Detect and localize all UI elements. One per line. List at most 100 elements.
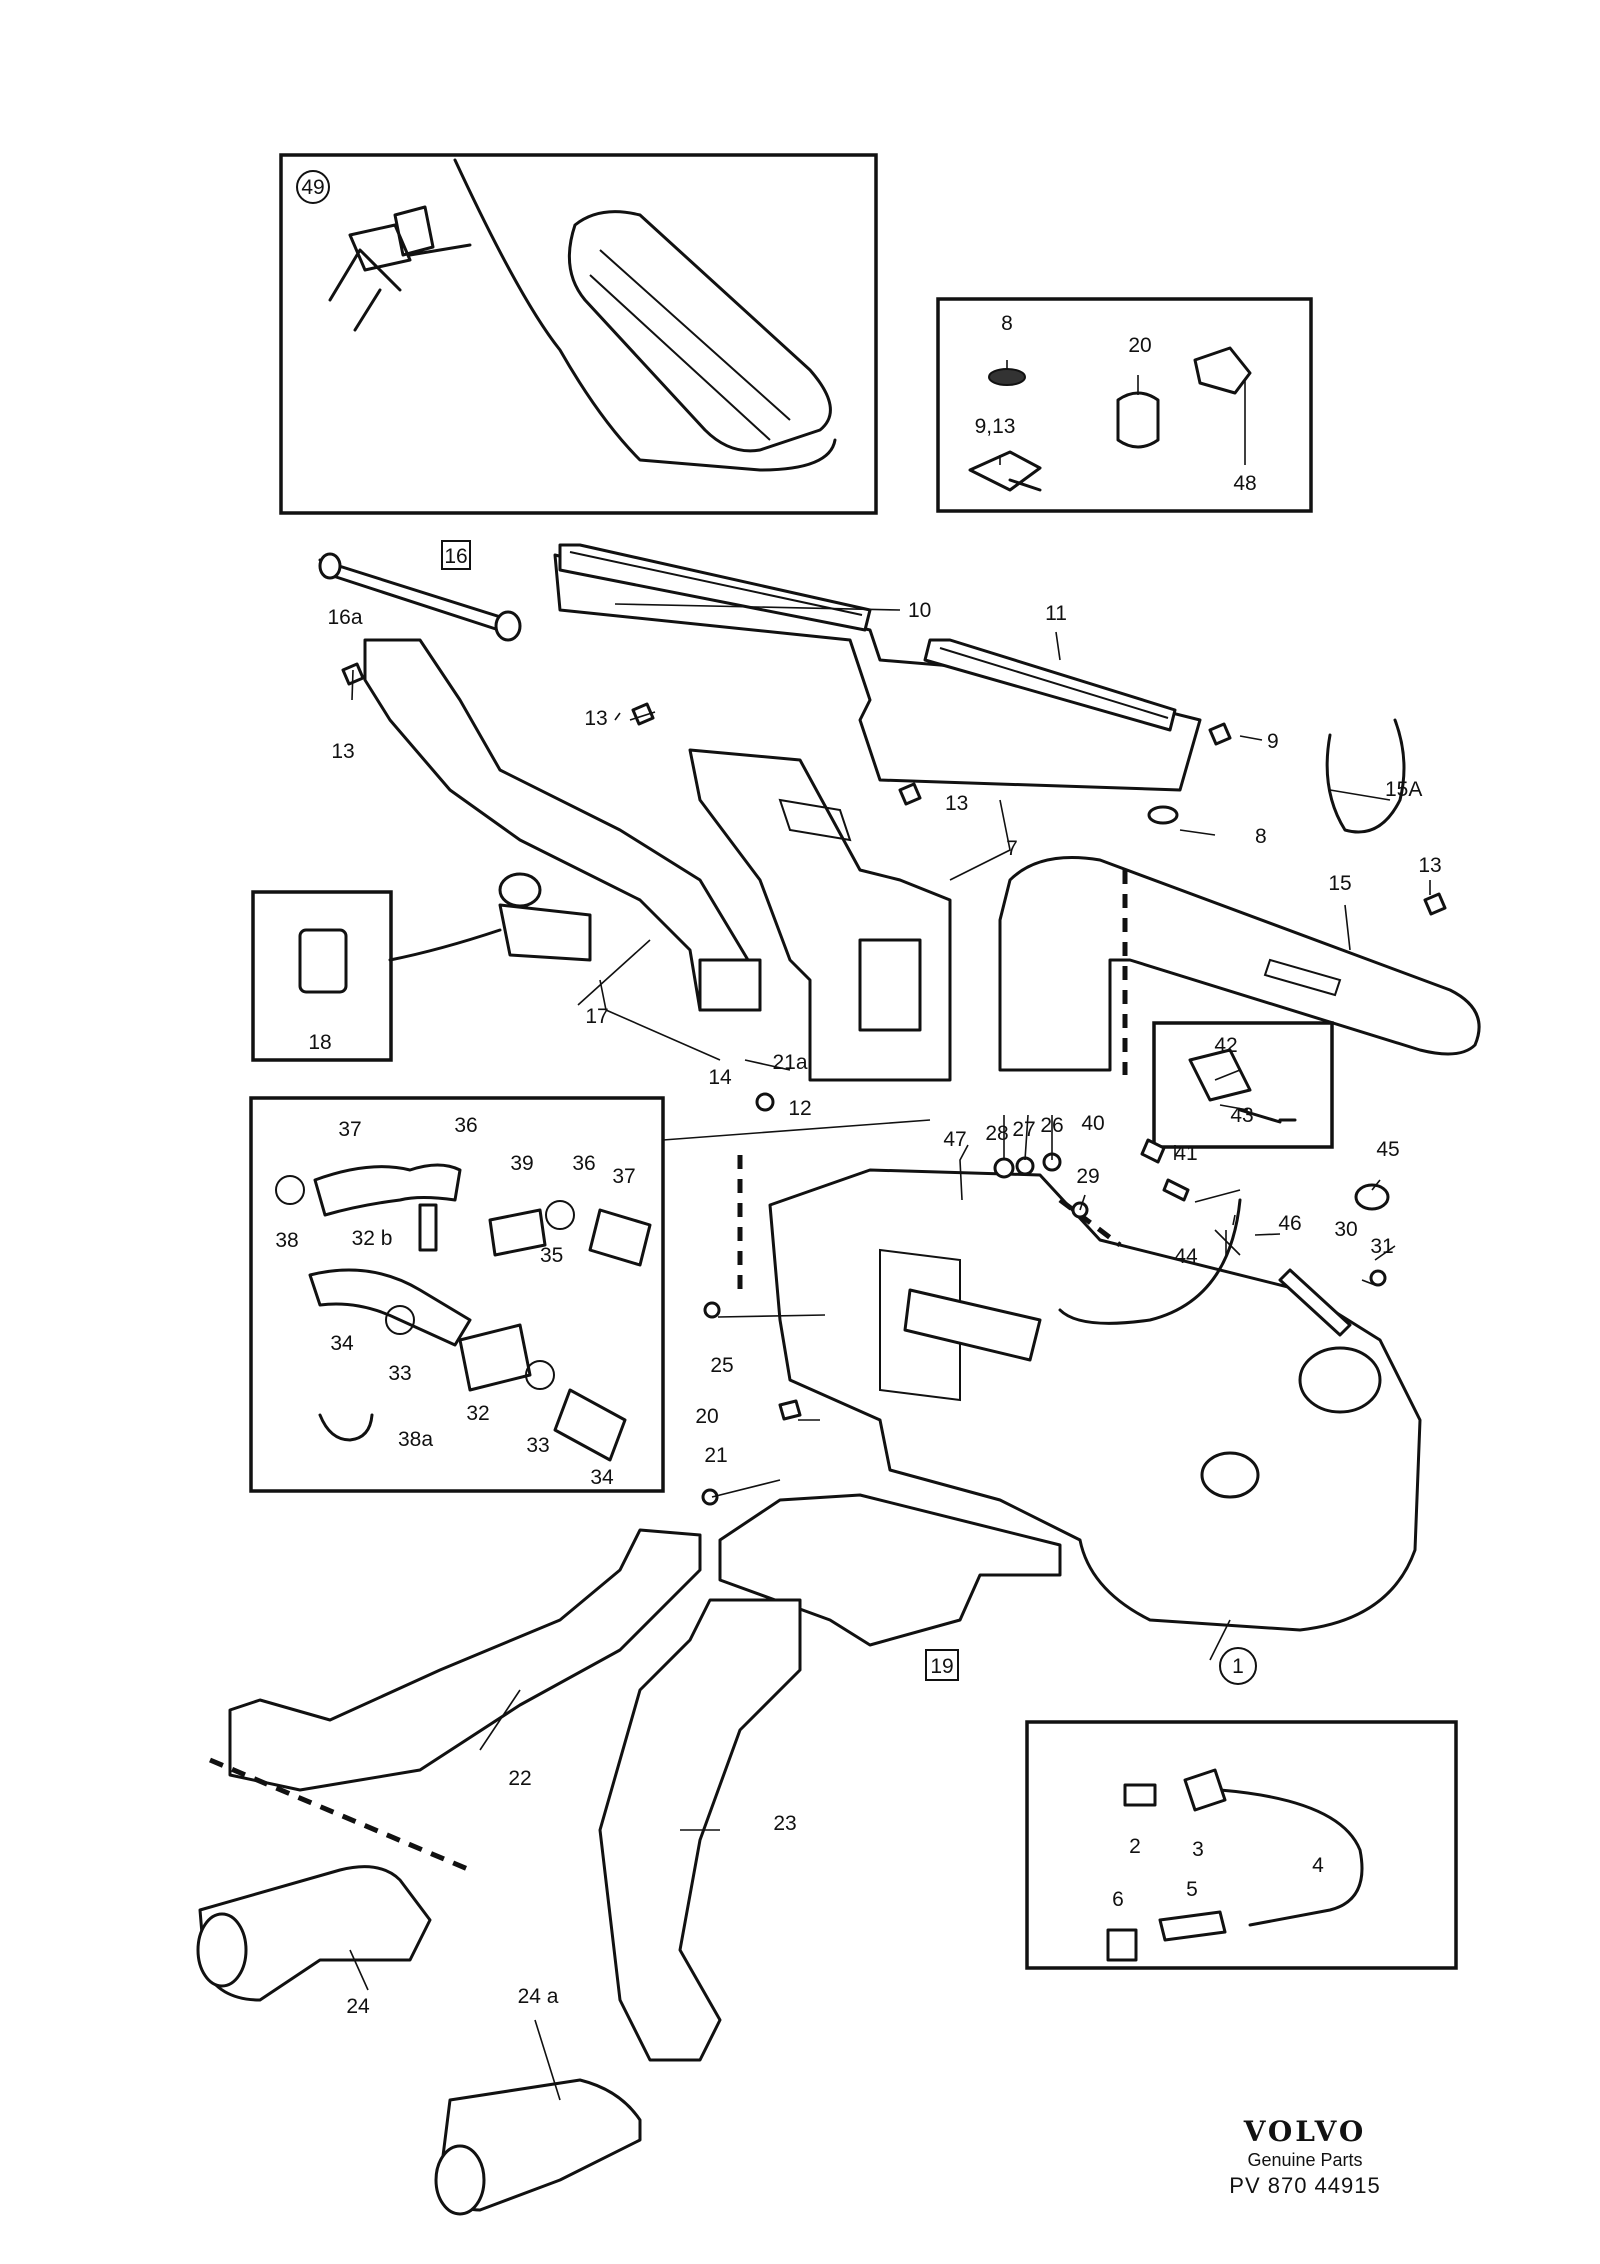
inset-18-frame [251,890,393,1062]
duct-12-grille [778,798,852,842]
callout-19-box [925,1649,959,1681]
hose-16-body [318,558,512,634]
sensor-17 [498,903,592,962]
callout-38a: 38a [398,1428,433,1451]
defroster-duct-7 [553,553,1202,792]
callout-16-box [441,540,471,570]
callout-9-13-inset: 9,13 [975,415,1016,438]
duct-24-outlet [196,1912,248,1988]
callout-33-lower: 33 [526,1434,549,1457]
duct-15-body [998,856,1481,1072]
screw-25 [703,1301,721,1319]
callout-43: 43 [1230,1104,1253,1127]
callout-leaders [349,603,1431,2101]
callout-8-inset: 8 [1001,312,1013,335]
callout-46: 46 [1278,1212,1301,1235]
clamp-33 [525,1360,555,1390]
callout-36-upper: 36 [454,1114,477,1137]
sensor-17-end [498,872,542,908]
hose-32b [418,1203,438,1252]
switch-18 [298,928,348,994]
inset-hoses-link-line [662,1119,931,1141]
hose-16-end [494,610,522,642]
callout-labels: 49 8 20 9,13 48 16 16a 10 11 13 13 9 15A… [275,176,1441,2018]
brand-logo-text: VOLVO [1243,2115,1367,2148]
screw-21 [701,1488,719,1506]
callout-28: 28 [985,1122,1008,1145]
callout-47: 47 [943,1128,966,1151]
callout-7: 7 [1006,837,1018,860]
inset-clips [936,297,1313,513]
distributor-19 [718,1493,1062,1647]
duct-12-outlet [858,938,922,1032]
connector-41 [1162,1178,1190,1202]
callout-24a: 24 a [518,1985,559,2008]
callout-26: 26 [1040,1114,1063,1137]
grommet-45 [1354,1183,1390,1211]
callout-1: 1 [1232,1655,1244,1678]
callout-37-upper: 37 [338,1118,361,1141]
heater-valve-drawing [328,205,472,332]
clamp-33-left [385,1305,415,1335]
callout-45: 45 [1376,1138,1399,1161]
inset-42-43-frame [1152,1021,1334,1149]
clip-9 [1208,722,1232,746]
valve-5 [1158,1910,1227,1942]
defroster-ducts [553,543,1202,825]
callout-49: 49 [301,176,324,199]
callout-34-left: 34 [330,1332,354,1355]
callout-14: 14 [708,1066,732,1089]
inset-42-43 [1152,1021,1334,1149]
callout-10: 10 [908,599,931,622]
leader-lines [349,603,1431,2101]
hose-4 [1218,1788,1364,1927]
side-duct-14 [363,638,762,1012]
inset-49-frame [279,153,878,515]
clip-9-13-drawing [968,450,1042,492]
duct-24a-outlet [434,2144,486,2216]
callout-36-right: 36 [572,1152,595,1175]
callout-20-inset: 20 [1128,334,1151,357]
callout-leaders-extra [1225,1230,1281,1255]
callout-15A: 15A [1385,778,1422,801]
washer-28 [993,1157,1015,1179]
callout-49-circle [296,170,330,204]
callout-17: 17 [585,1005,608,1028]
control-cable [453,158,837,472]
callout-34-lower: 34 [590,1466,614,1489]
callout-48: 48 [1233,472,1256,495]
blower-motor-grommet [1200,1451,1260,1499]
clip-20-drawing [1116,391,1160,449]
switch-18-wire [388,928,502,962]
inset-water-valve [1025,1720,1458,1970]
inset-hoses [249,1096,931,1493]
inset-18 [251,872,592,1062]
clamp-36 [545,1200,575,1230]
callout-3: 3 [1192,1838,1204,1861]
callout-18: 18 [308,1031,331,1054]
callout-16: 16 [444,545,467,568]
inset-49 [279,153,878,515]
callout-21a: 21a [772,1051,807,1074]
callout-13-center: 13 [945,792,968,815]
inset-water-valve-frame [1025,1720,1458,1970]
hose-37-right [588,1208,652,1267]
heater-housing [768,1168,1422,1632]
callout-1-circle [1219,1647,1257,1685]
clamp-38 [275,1175,305,1205]
clip-8-drawing [988,368,1026,386]
callout-32b: 32 b [352,1227,393,1250]
blower-outlet [1298,1346,1382,1414]
clip-38a [318,1413,374,1442]
clip-48-drawing [1193,346,1252,395]
callout-9: 9 [1267,730,1279,753]
callout-35: 35 [540,1244,563,1267]
callout-32: 32 [466,1402,489,1425]
clip-13-right [1423,892,1447,916]
callout-37-right: 37 [612,1165,635,1188]
callout-33-left: 33 [388,1362,411,1385]
callout-39: 39 [510,1152,533,1175]
callout-5: 5 [1186,1878,1198,1901]
